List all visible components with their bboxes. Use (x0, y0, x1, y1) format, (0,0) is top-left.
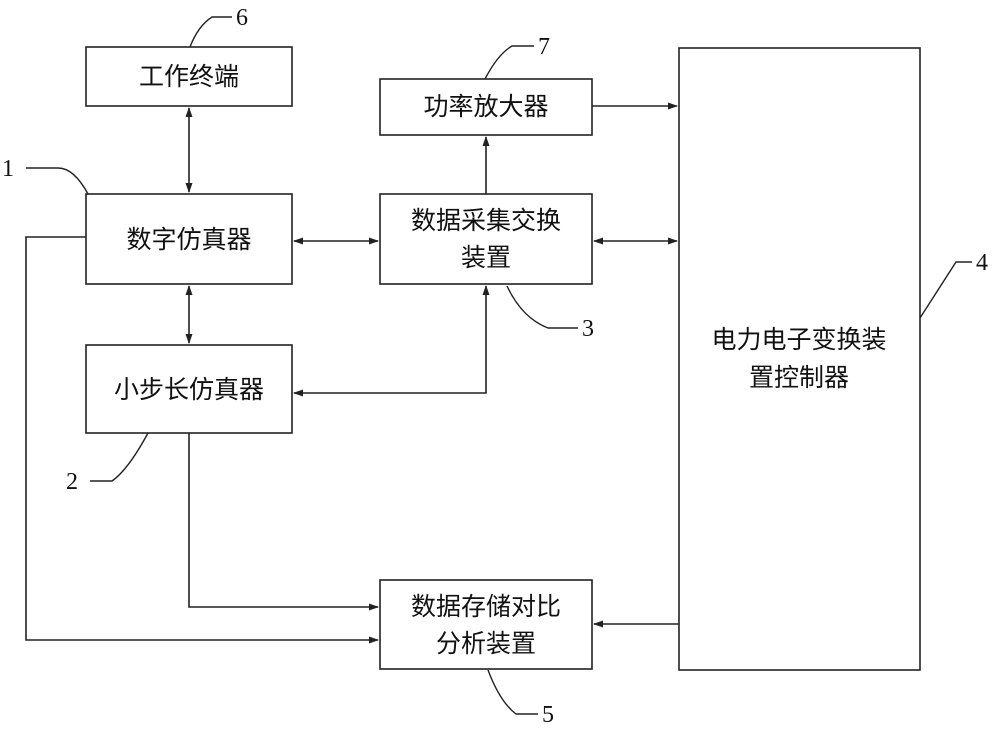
work-terminal-label: 工作终端 (139, 62, 239, 91)
callout-7: 7 (484, 34, 550, 80)
callout-number-3: 3 (582, 316, 594, 342)
power-amplifier-box: 功率放大器 (379, 78, 593, 136)
callout-3: 3 (506, 285, 594, 342)
callout-2: 2 (66, 432, 149, 495)
callout-number-5: 5 (542, 702, 554, 728)
power-amplifier-label: 功率放大器 (423, 92, 548, 121)
callout-number-4: 4 (976, 250, 988, 276)
connector-smallstep-exchange (293, 285, 490, 397)
storage-analysis-label-line1: 数据存储对比 (411, 592, 561, 621)
storage-analysis-box: 数据存储对比 分析装置 (379, 579, 593, 670)
callout-number-7: 7 (538, 34, 550, 60)
data-exchange-box: 数据采集交换 装置 (379, 193, 593, 285)
connector-smallstep-storage (188, 433, 379, 611)
converter-controller-box: 电力电子变换装 置控制器 (678, 47, 921, 671)
callout-number-6: 6 (236, 5, 248, 31)
small-step-simulator-box: 小步长仿真器 (85, 344, 293, 434)
converter-controller-label-line2: 置控制器 (749, 363, 849, 392)
callout-6: 6 (189, 5, 248, 48)
callout-4: 4 (919, 250, 988, 319)
callout-number-1: 1 (2, 156, 14, 182)
data-exchange-label-line2: 装置 (461, 243, 511, 272)
small-step-simulator-label: 小步长仿真器 (114, 375, 264, 404)
storage-analysis-label-line2: 分析装置 (436, 629, 536, 658)
callout-5: 5 (487, 669, 554, 728)
digital-simulator-label: 数字仿真器 (126, 225, 251, 254)
converter-controller-label-line1: 电力电子变换装 (711, 325, 886, 354)
callout-1: 1 (2, 156, 89, 195)
work-terminal-box: 工作终端 (85, 46, 293, 107)
digital-simulator-box: 数字仿真器 (85, 193, 293, 285)
connector-digital-storage (25, 236, 379, 644)
callout-number-2: 2 (66, 469, 78, 495)
data-exchange-label-line1: 数据采集交换 (411, 206, 561, 235)
